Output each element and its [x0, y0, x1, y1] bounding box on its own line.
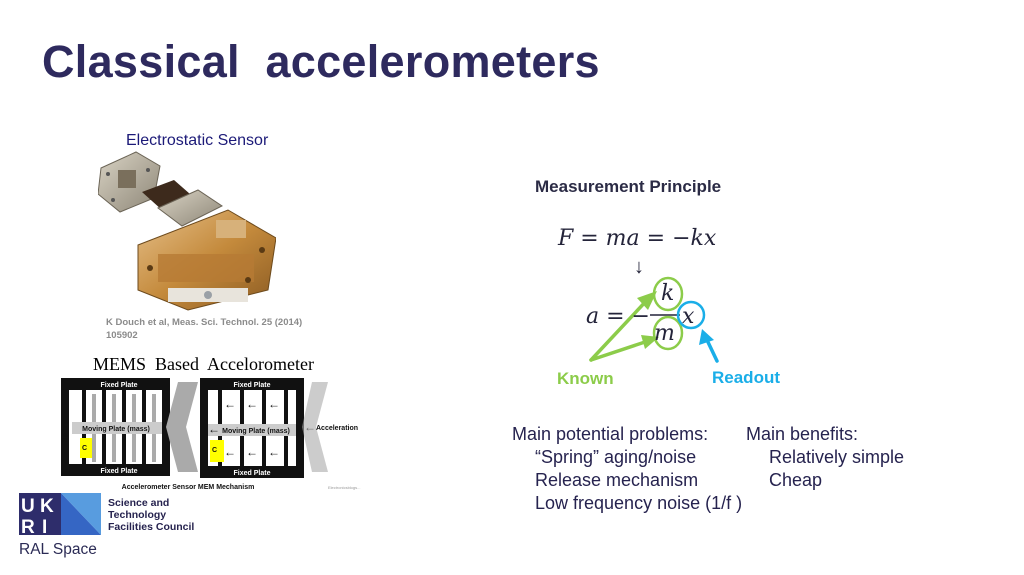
svg-text:←: ← [246, 397, 258, 411]
svg-text:R: R [21, 517, 35, 535]
list-item: Relatively simple [769, 447, 905, 467]
force-equation: F = ma = −kx [558, 226, 717, 251]
acceleration-equation: a = − [586, 304, 650, 329]
problems-list: Main potential problems: “Spring” aging/… [512, 423, 742, 515]
list-item: Cheap [769, 470, 823, 490]
known-label: Known [557, 369, 614, 388]
council-line: Science and [108, 497, 170, 509]
list-item: Release mechanism [535, 470, 699, 490]
svg-text:←: ← [224, 397, 236, 411]
slide-title: Classical accelerometers [42, 36, 600, 87]
svg-text:←: ← [224, 445, 236, 459]
mems-caption: Accelerometer Sensor MEM Mechanism [122, 484, 255, 491]
electrostatic-sensor-label: Electrostatic Sensor [126, 132, 269, 149]
list-item: “Spring” aging/noise [535, 447, 697, 467]
measurement-principle-graphics [589, 276, 719, 363]
list-item: Low frequency noise (1/f ) [535, 493, 743, 513]
c-label-2: C [212, 447, 217, 454]
displacement-x: x [682, 304, 695, 329]
svg-text:←: ← [268, 397, 280, 411]
fixed-plate-top-label-2: Fixed Plate [234, 382, 271, 389]
mems-title: MEMS Based Accelorometer [93, 354, 314, 374]
citation-line: K Douch et al, Meas. Sci. Technol. 25 (2… [106, 317, 303, 328]
benefits-list: Main benefits: Relatively simple Cheap [746, 423, 904, 492]
svg-text:I: I [42, 517, 47, 535]
council-line: Technology [108, 509, 167, 521]
fixed-plate-bottom-label-2: Fixed Plate [234, 470, 271, 477]
svg-text:←: ← [246, 445, 258, 459]
readout-label: Readout [712, 368, 780, 387]
mems-watermark: Electronicsblogs... [328, 485, 360, 490]
citation-line: 105902 [106, 330, 138, 341]
mems-diagram: Fixed Plate Fixed Plate Spring Moving Pl… [61, 378, 360, 491]
svg-text:←: ← [268, 445, 280, 459]
svg-text:←: ← [208, 422, 220, 436]
c-label: C [82, 445, 87, 452]
benefits-heading: Main benefits: [746, 424, 859, 444]
moving-plate-label-2: Moving Plate (mass) [222, 428, 290, 435]
problems-heading: Main potential problems: [512, 424, 709, 444]
moving-plate-label: Moving Plate (mass) [82, 426, 150, 433]
svg-text:U: U [21, 496, 35, 517]
citation: K Douch et al, Meas. Sci. Technol. 25 (2… [106, 316, 316, 342]
stfc-name: Science and Technology Facilities Counci… [108, 497, 194, 533]
down-arrow-icon: ↓ [634, 256, 644, 278]
council-line: Facilities Council [108, 521, 195, 533]
svg-text:K: K [40, 496, 54, 517]
spring-label: Spring [62, 420, 69, 442]
fixed-plate-bottom-label: Fixed Plate [101, 468, 138, 475]
mass-m: m [654, 321, 675, 346]
fixed-plate-top-label: Fixed Plate [101, 382, 138, 389]
electrostatic-sensor-photo [98, 151, 276, 311]
ral-space-label: RAL Space [19, 541, 97, 558]
spring-constant-k: k [661, 281, 675, 306]
acceleration-label: Acceleration [316, 425, 358, 432]
measurement-principle-title: Measurement Principle [535, 177, 722, 196]
